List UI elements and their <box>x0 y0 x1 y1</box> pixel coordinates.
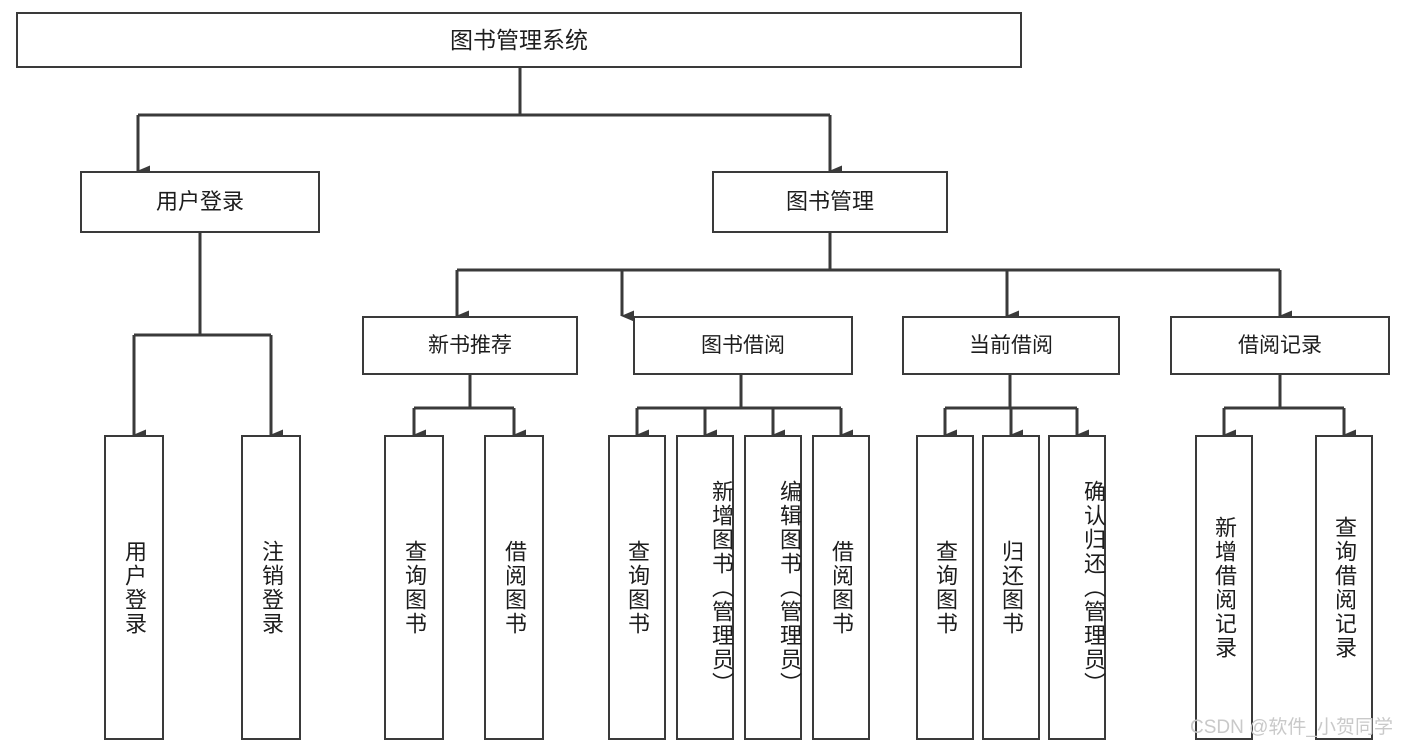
node-leaf-user-login[interactable]: 用户登录 <box>104 435 164 740</box>
node-leaf-add-book-admin-label: 新增图书（管理员） <box>709 479 734 696</box>
node-leaf-logout-login[interactable]: 注销登录 <box>241 435 301 740</box>
node-leaf-add-book-admin[interactable]: 新增图书（管理员） <box>676 435 734 740</box>
node-borrow-record[interactable]: 借阅记录 <box>1170 316 1390 375</box>
node-leaf-query-books-borrow[interactable]: 查询图书 <box>608 435 666 740</box>
node-new-book-recommend[interactable]: 新书推荐 <box>362 316 578 375</box>
node-leaf-add-borrow-record-label: 新增借阅记录 <box>1212 515 1237 660</box>
node-current-borrow-label: 当前借阅 <box>969 334 1053 357</box>
node-leaf-edit-book-admin[interactable]: 编辑图书（管理员） <box>744 435 802 740</box>
node-new-book-recommend-label: 新书推荐 <box>428 334 512 357</box>
node-leaf-return-books[interactable]: 归还图书 <box>982 435 1040 740</box>
node-leaf-edit-book-admin-label: 编辑图书（管理员） <box>777 479 802 696</box>
node-leaf-confirm-return-admin[interactable]: 确认归还（管理员） <box>1048 435 1106 740</box>
node-user-login[interactable]: 用户登录 <box>80 171 320 233</box>
node-leaf-query-books-borrow-label: 查询图书 <box>625 539 650 636</box>
node-book-borrow[interactable]: 图书借阅 <box>633 316 853 375</box>
node-book-borrow-label: 图书借阅 <box>701 334 785 357</box>
node-leaf-borrow-books-rec-label: 借阅图书 <box>502 539 527 636</box>
node-leaf-query-books-rec[interactable]: 查询图书 <box>384 435 444 740</box>
node-leaf-logout-login-label: 注销登录 <box>259 539 284 636</box>
node-leaf-borrow-books-rec[interactable]: 借阅图书 <box>484 435 544 740</box>
node-root[interactable]: 图书管理系统 <box>16 12 1022 68</box>
node-leaf-return-books-label: 归还图书 <box>999 539 1024 636</box>
node-leaf-query-borrow-record[interactable]: 查询借阅记录 <box>1315 435 1373 740</box>
node-leaf-query-books-rec-label: 查询图书 <box>402 539 427 636</box>
node-user-login-label: 用户登录 <box>155 189 244 214</box>
node-leaf-query-borrow-record-label: 查询借阅记录 <box>1332 515 1357 660</box>
node-current-borrow[interactable]: 当前借阅 <box>902 316 1120 375</box>
node-book-management-label: 图书管理 <box>785 189 874 214</box>
csdn-watermark: CSDN @软件_小贺同学 <box>1190 717 1393 738</box>
node-leaf-confirm-return-admin-label: 确认归还（管理员） <box>1081 479 1106 696</box>
node-leaf-query-books-current-label: 查询图书 <box>933 539 958 636</box>
edge-lines <box>132 68 1356 441</box>
node-leaf-borrow-books-label: 借阅图书 <box>829 539 854 636</box>
node-leaf-user-login-label: 用户登录 <box>122 539 147 636</box>
node-leaf-query-books-current[interactable]: 查询图书 <box>916 435 974 740</box>
node-leaf-borrow-books[interactable]: 借阅图书 <box>812 435 870 740</box>
node-borrow-record-label: 借阅记录 <box>1238 334 1322 357</box>
node-book-management[interactable]: 图书管理 <box>712 171 948 233</box>
node-leaf-add-borrow-record[interactable]: 新增借阅记录 <box>1195 435 1253 740</box>
node-root-label: 图书管理系统 <box>450 26 588 53</box>
